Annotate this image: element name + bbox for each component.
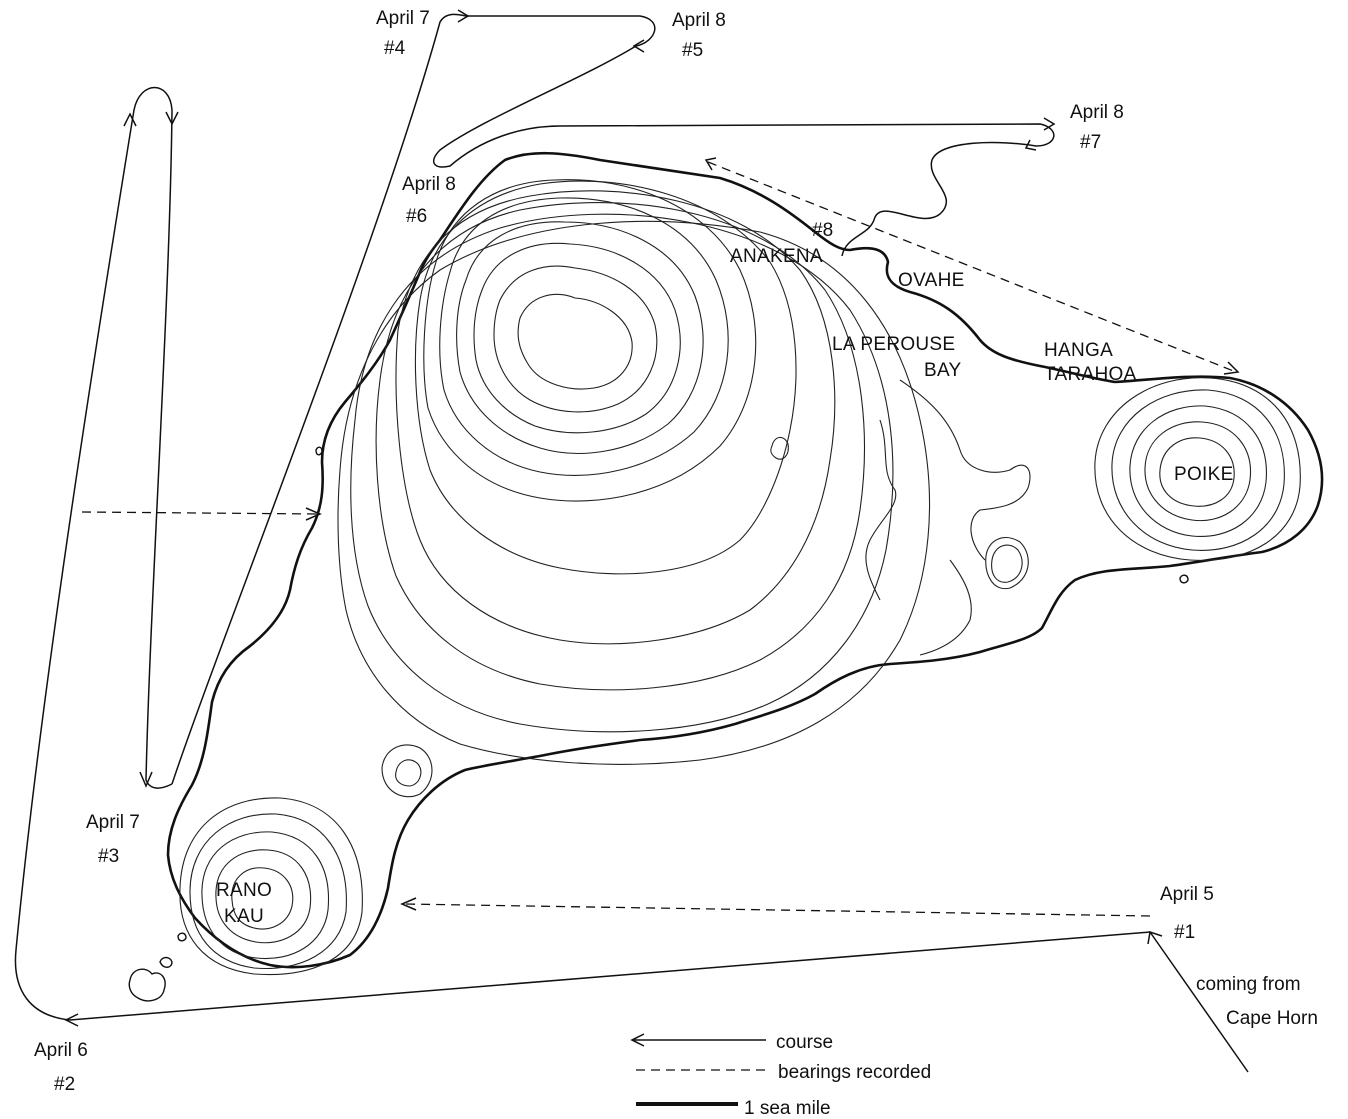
legend-scale-label: 1 sea mile [744,1098,831,1119]
legend-course-label: course [776,1032,833,1053]
stop-2-num: #2 [54,1074,75,1095]
stop-5-date: April 8 [672,10,726,31]
stop-3-date: April 7 [86,812,140,833]
bearings [81,157,1240,917]
stop-1-num: #1 [1174,922,1195,943]
place-hanga: HANGA [1044,340,1113,361]
stop-2-date: April 6 [34,1040,88,1061]
stop-4-date: April 7 [376,8,430,29]
approach-line-1: coming from [1196,974,1301,995]
place-rano: RANO [216,880,272,901]
place-la-perouse: LA PEROUSE [832,334,955,355]
place-bay: BAY [924,360,962,381]
small-craters [381,436,1029,798]
legend-bearings-label: bearings recorded [778,1062,931,1083]
place-ovahe: OVAHE [898,270,965,291]
legend: course bearings recorded 1 sea mile [630,1032,931,1119]
stop-4-num: #4 [384,38,406,59]
stop-1-date: April 5 [1160,884,1214,905]
stop-6-num: #6 [406,206,427,227]
offshore-islets [128,446,1189,1002]
approach-note: coming from Cape Horn [1196,974,1318,1029]
stop-7-date: April 8 [1070,102,1124,123]
place-names: ANAKENA OVAHE LA PEROUSE BAY HANGA TARAH… [216,246,1234,927]
contours-east [865,379,1031,656]
place-anakena: ANAKENA [730,246,823,267]
stop-3-num: #3 [98,846,119,867]
coastline [166,151,1324,969]
contours-poike [1094,377,1301,561]
contours-rano-kau [179,797,363,976]
stop-5-num: #5 [682,40,703,61]
stop-7-num: #7 [1080,132,1101,153]
approach-line-2: Cape Horn [1226,1008,1318,1029]
ship-course [14,9,1249,1073]
place-kau: KAU [224,906,264,927]
place-tarahoa: TARAHOA [1044,364,1137,385]
place-poike: POIKE [1174,464,1234,485]
contours-main [337,179,931,765]
legend-course-arrow [630,1033,645,1047]
stop-6-date: April 8 [402,174,456,195]
stop-8-num: #8 [812,220,833,241]
stop-labels: April 5 #1 April 6 #2 April 7 #3 April 7… [34,8,1214,1095]
